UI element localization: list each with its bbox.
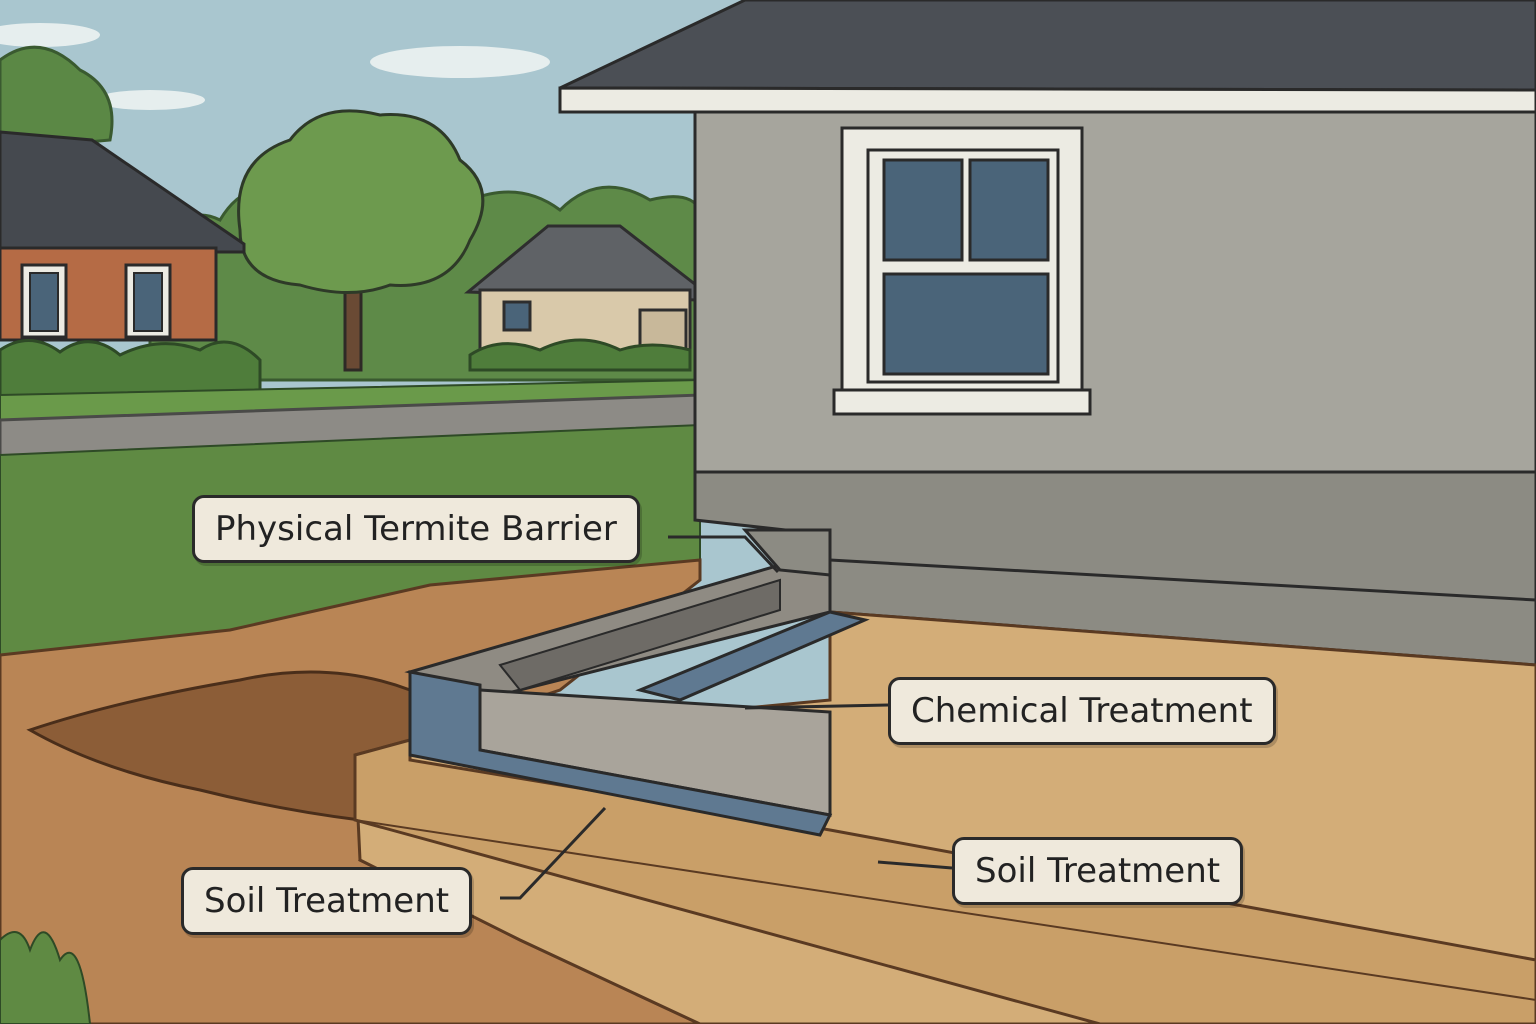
barrier-flashing [741, 528, 832, 577]
chemical-strip [635, 610, 870, 702]
leader-soil-treatment-right [877, 860, 953, 870]
bushes [0, 339, 262, 402]
leader-chemical-treatment [744, 703, 889, 710]
window-glass [968, 158, 1050, 262]
cloud [0, 23, 100, 47]
window-glass [882, 272, 1050, 376]
window-glass [882, 158, 964, 262]
brick-house-glass [133, 272, 163, 332]
cloud [370, 46, 550, 78]
bushes [468, 338, 692, 372]
leader-physical-barrier [668, 535, 780, 574]
tree-crown [237, 109, 485, 294]
foreground-grass [0, 931, 92, 1024]
house-wall [693, 110, 1536, 474]
left-trees [0, 45, 114, 152]
chemical-treatment-label: Chemical Treatment [888, 677, 1276, 745]
siding-line [829, 558, 1536, 602]
far-house-window [502, 300, 532, 332]
brick-house-glass [29, 272, 59, 332]
soil-treatment-label-left: Soil Treatment [181, 867, 473, 935]
house-fascia [558, 86, 1536, 114]
soil-treatment-label-right: Soil Treatment [952, 837, 1244, 905]
footing-inner [498, 578, 781, 692]
soil-edge [354, 819, 1536, 1001]
brick-house-roof [0, 130, 246, 254]
window-sill [832, 388, 1092, 416]
leader-soil-treatment-left [500, 806, 607, 900]
physical-termite-barrier-label: Physical Termite Barrier [192, 495, 640, 563]
barrier-strip [408, 670, 833, 837]
cloud [95, 90, 205, 110]
